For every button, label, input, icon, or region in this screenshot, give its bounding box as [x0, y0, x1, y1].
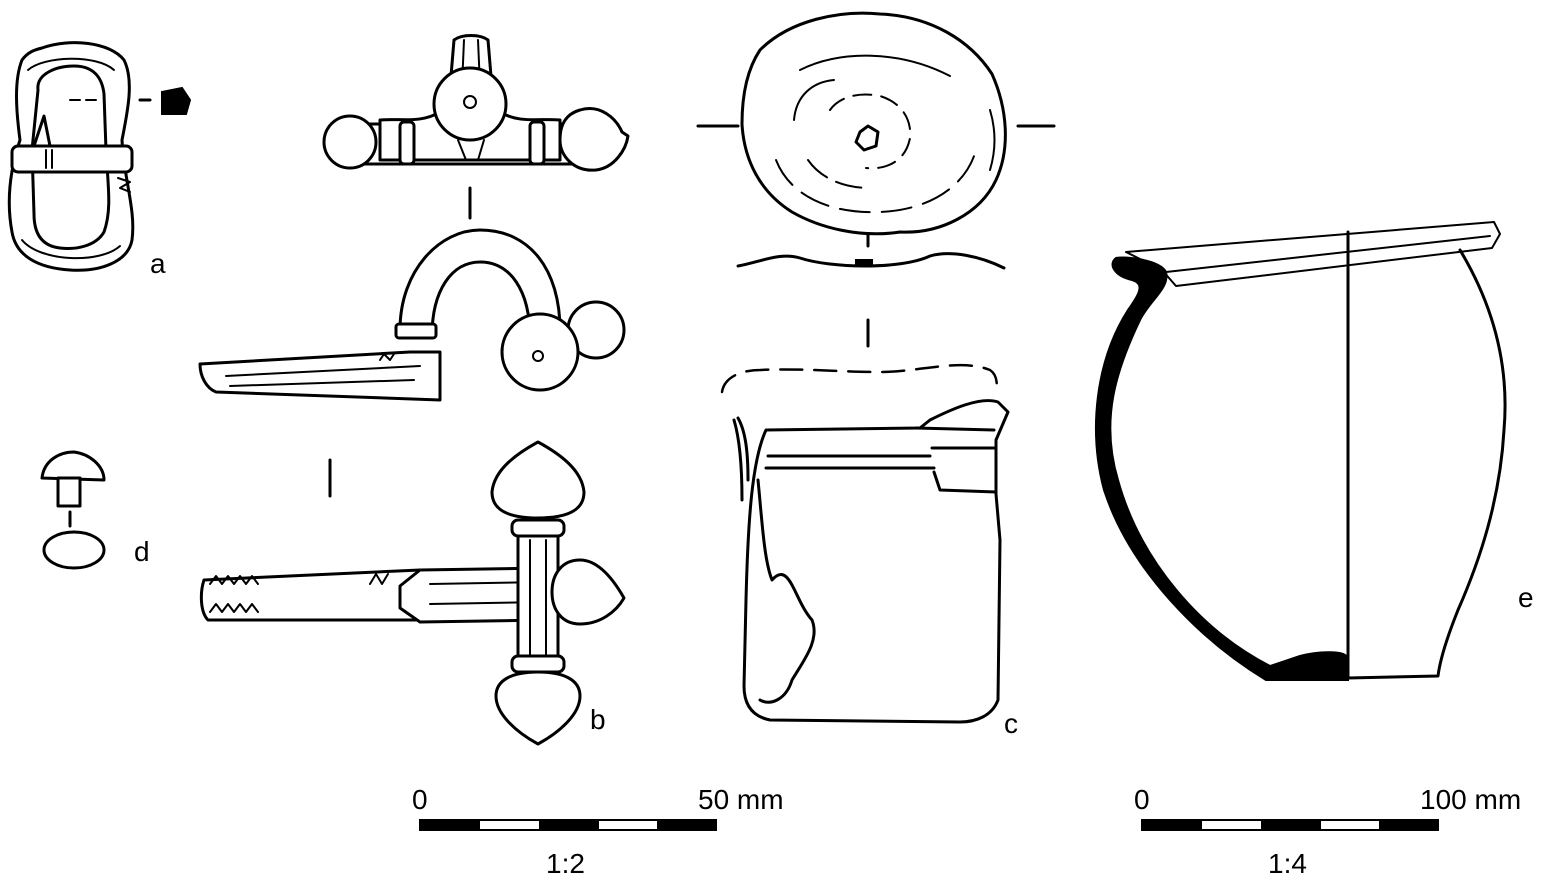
- label-c: c: [1004, 708, 1018, 739]
- scale-2-end-label: 100 mm: [1420, 784, 1522, 815]
- brooch-top-view: [322, 34, 630, 220]
- scale-2-start-label: 0: [1134, 784, 1150, 815]
- label-a: a: [150, 248, 166, 279]
- label-d: d: [134, 536, 150, 567]
- brooch-side-view: [198, 228, 626, 402]
- scale-1-end-label: 50 mm: [698, 784, 784, 815]
- brooch-underside-view: [199, 440, 626, 746]
- scale-1-start-label: 0: [412, 784, 428, 815]
- buckle-drawing: [7, 41, 192, 272]
- label-e: e: [1518, 582, 1534, 613]
- vessel-wall-fragment: [720, 318, 1010, 724]
- stud-drawing: [40, 450, 106, 570]
- scale-bar-100mm: [1141, 819, 1439, 831]
- scale-1-ratio-label: 1:2: [546, 848, 585, 879]
- vessel-base-plan: [696, 11, 1056, 270]
- scale-2-ratio-label: 1:4: [1268, 848, 1307, 879]
- scale-bar-50mm: [419, 819, 717, 831]
- pot-profile-drawing: [1095, 221, 1507, 681]
- label-b: b: [590, 704, 606, 735]
